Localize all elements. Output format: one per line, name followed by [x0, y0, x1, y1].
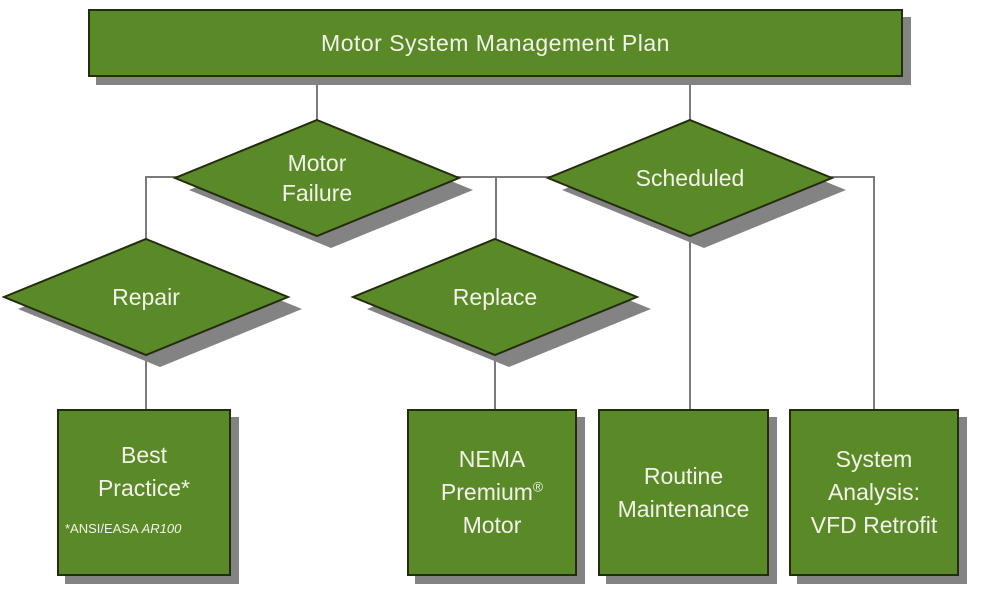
repair-text: Repair — [112, 284, 180, 310]
nema-line1: NEMA — [458, 446, 526, 472]
motor-failure-label: Motor Failure — [174, 119, 460, 237]
connector-motor-failure-to-scheduled-horizontal — [453, 176, 550, 178]
page-title: Motor System Management Plan — [321, 29, 670, 56]
node-motor-system-management-plan: Motor System Management Plan — [88, 9, 903, 77]
best-practice-footnote: *ANSI/EASA AR100 — [59, 521, 181, 537]
replace-text: Replace — [452, 284, 538, 310]
motor-failure-line1: Motor — [287, 150, 347, 176]
connector-replace-to-nema-motor — [494, 354, 496, 410]
diamond-shape — [1, 237, 302, 367]
scheduled-label: Scheduled — [547, 119, 833, 237]
routine-line1: Routine — [643, 462, 724, 489]
node-nema-premium-motor: NEMA Premium® Motor — [407, 409, 577, 576]
node-routine-maintenance: Routine Maintenance — [598, 409, 769, 576]
connector-root-to-scheduled — [689, 77, 691, 121]
connector-scheduled-right-horizontal — [831, 176, 875, 178]
node-best-practice: Best Practice* *ANSI/EASA AR100 — [57, 409, 231, 576]
system-line2: Analysis: — [827, 479, 921, 505]
nema-line2: Premium® — [441, 476, 543, 509]
diamond-shape — [545, 118, 846, 248]
diamond-shape — [172, 118, 473, 248]
motor-failure-line2: Failure — [281, 180, 353, 206]
connector-motor-failure-to-repair — [145, 176, 147, 240]
system-line3: VFD Retrofit — [810, 512, 938, 538]
node-replace: Replace — [350, 237, 651, 367]
nema-premium-text: Premium — [440, 479, 533, 505]
node-motor-failure: Motor Failure — [172, 118, 473, 248]
node-system-analysis: System Analysis: VFD Retrofit — [789, 409, 959, 576]
footnote-standard: AR100 — [141, 521, 182, 536]
node-repair: Repair — [1, 237, 302, 367]
node-scheduled: Scheduled — [545, 118, 846, 248]
scheduled-text: Scheduled — [635, 165, 745, 191]
connector-motor-failure-left-horizontal — [145, 176, 177, 178]
registered-trademark-symbol: ® — [532, 479, 544, 495]
connector-scheduled-to-routine-maintenance — [689, 235, 691, 410]
replace-label: Replace — [352, 238, 638, 356]
best-practice-line1: Best — [120, 442, 168, 468]
connector-to-replace — [495, 176, 497, 240]
diamond-shape — [350, 237, 651, 367]
footnote-prefix: *ANSI/EASA — [65, 521, 142, 536]
best-practice-line2: Practice* — [97, 475, 191, 501]
connector-repair-to-best-practice — [145, 354, 147, 410]
connector-root-to-motor-failure — [316, 77, 318, 121]
connector-to-system-analysis — [873, 176, 875, 410]
system-line1: System — [835, 446, 913, 472]
routine-line2: Maintenance — [617, 495, 750, 522]
repair-label: Repair — [3, 238, 289, 356]
nema-line3: Motor — [462, 512, 522, 538]
